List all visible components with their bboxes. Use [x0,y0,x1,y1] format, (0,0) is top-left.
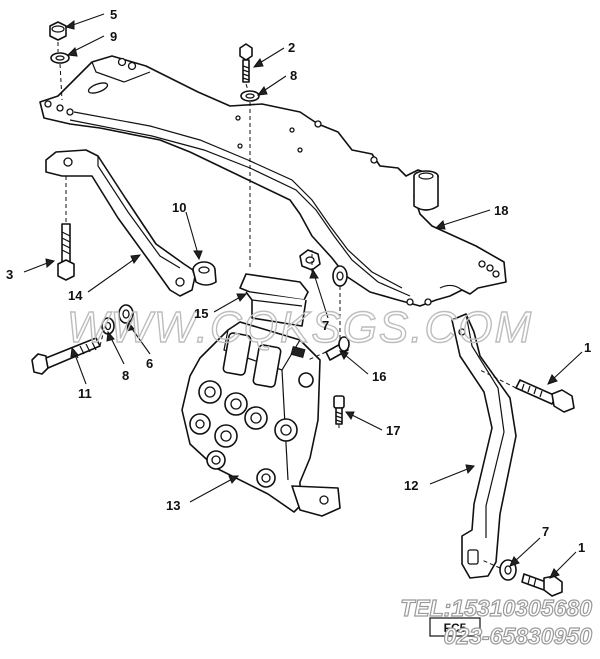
callout-10: 10 [172,200,186,215]
callout-2: 2 [288,40,295,55]
callout-7: 7 [322,318,329,333]
callout-3: 3 [6,267,13,282]
watermark-site: WWW.CQKSGS.COM [67,303,533,352]
lock-washer-part-8-top [240,90,260,102]
callout-16: 16 [372,369,386,384]
drawing-code-box [429,617,481,637]
hex-nut-part-5 [49,21,67,41]
callout-labels: 5 9 2 8 18 10 3 14 15 7 8 6 11 16 1 17 1… [6,7,591,555]
mounting-pad-part-15 [239,273,309,327]
watermark-tel: TEL:15310305680 [400,595,592,621]
callout-6: 6 [146,356,153,371]
spacer-part-10 [192,261,217,286]
washer-part-8-mid [332,265,348,287]
bolt-part-16 [325,336,350,361]
callout-5: 5 [110,7,117,22]
nut-part-6 [118,304,134,324]
callout-8: 8 [290,68,297,83]
bolt-part-2 [239,43,253,83]
callout-9: 9 [110,29,117,44]
bolt-part-1-upper [515,379,575,413]
callout-12: 12 [404,478,418,493]
alignment-lines [57,42,517,569]
callout-17: 17 [386,423,400,438]
callout-14: 14 [68,288,83,303]
callout-1: 1 [584,340,591,355]
pump-body-part-13 [181,321,341,517]
bolt-part-1-lower [521,573,563,597]
callout-8-lower: 8 [122,368,129,383]
callout-7-lower: 7 [542,524,549,539]
bolt-part-3 [57,223,75,281]
callout-11: 11 [78,386,92,401]
small-bracket-part-14 [45,149,197,297]
watermark-phone: 023-65830950 [444,623,593,649]
callout-15: 15 [194,306,208,321]
support-bracket-part-18 [39,55,507,307]
leader-arrows [23,13,583,579]
lower-bracket-part-12 [451,313,517,579]
callout-13: 13 [166,498,180,513]
callout-18: 18 [494,203,508,218]
fitting-part-17 [333,395,345,425]
nut-part-7-top [299,249,321,271]
drawing-code: FC5 [444,621,467,635]
callout-1-lower: 1 [578,540,585,555]
washer-part-9 [50,52,70,64]
